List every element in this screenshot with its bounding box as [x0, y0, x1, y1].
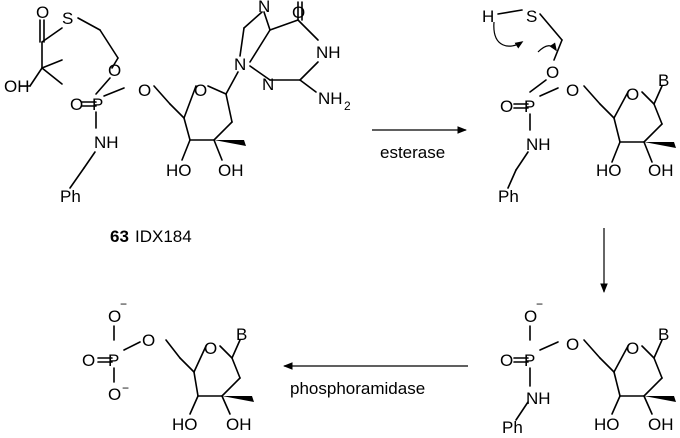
atom-label: NH	[526, 135, 551, 154]
electron-arrow	[537, 42, 557, 53]
esterase-label: esterase	[380, 143, 445, 162]
charge-label: −	[120, 297, 127, 311]
atom-label: O	[292, 3, 305, 22]
atom-label: B	[658, 325, 669, 344]
atom-label: O	[524, 307, 537, 326]
phosphoramidate-structure	[513, 325, 676, 421]
atom-label: NH	[526, 389, 551, 408]
atom-label: O	[194, 81, 207, 100]
atom-label: O	[36, 3, 49, 22]
monophosphate-structure	[97, 325, 254, 415]
atom-label: Ph	[60, 187, 81, 206]
atom-label: HO	[166, 161, 192, 180]
electron-arrow	[493, 21, 524, 49]
compound-name: IDX184	[135, 227, 192, 246]
atom-label: B	[658, 71, 669, 90]
atom-label: OH	[4, 77, 30, 96]
phosphoramidase-label: phosphoramidase	[290, 379, 425, 398]
atom-label: HO	[596, 161, 622, 180]
atom-label: O	[204, 339, 217, 358]
atom-label: N	[234, 55, 246, 74]
atom-label: B	[236, 325, 247, 344]
atom-label: Ph	[498, 187, 519, 206]
atom-label: O	[70, 95, 83, 114]
atom-label: NH	[318, 89, 343, 108]
atom-label: P	[524, 97, 535, 116]
atom-label: O	[108, 385, 121, 404]
atom-label: O	[138, 81, 151, 100]
atom-label: P	[92, 95, 103, 114]
atom-label: O	[500, 97, 513, 116]
atom-label: OH	[218, 161, 244, 180]
thiol-intermediate-structure	[497, 9, 676, 189]
atom-label: OH	[226, 415, 252, 433]
atom-label: H	[482, 7, 494, 26]
atom-label: OH	[648, 415, 674, 433]
charge-label: −	[122, 381, 129, 395]
atom-label: HO	[172, 415, 198, 433]
compound-number: 63	[110, 227, 129, 246]
atom-label: S	[62, 9, 73, 28]
atom-label: S	[526, 7, 537, 26]
atom-label: O	[566, 335, 579, 354]
atom-label: O	[500, 351, 513, 370]
atom-label: N	[258, 0, 270, 16]
atom-label: O	[82, 351, 95, 370]
atom-label: N	[262, 75, 274, 94]
compound-63-structure	[19, 1, 319, 189]
atom-label: OH	[648, 161, 674, 180]
atom-label: NH	[316, 43, 341, 62]
atom-label: NH	[94, 133, 119, 152]
atom-label: Ph	[502, 418, 523, 433]
atom-label: HO	[594, 415, 620, 433]
atom-label: O	[108, 61, 121, 80]
atom-label: O	[566, 81, 579, 100]
atom-label: P	[108, 351, 119, 370]
atom-subscript: 2	[344, 99, 351, 113]
atom-label: O	[626, 339, 639, 358]
atom-label: O	[108, 307, 121, 326]
atom-label: O	[142, 331, 155, 350]
atom-label: O	[626, 85, 639, 104]
atom-label: P	[524, 351, 535, 370]
charge-label: −	[536, 297, 543, 311]
atom-label: O	[546, 63, 559, 82]
